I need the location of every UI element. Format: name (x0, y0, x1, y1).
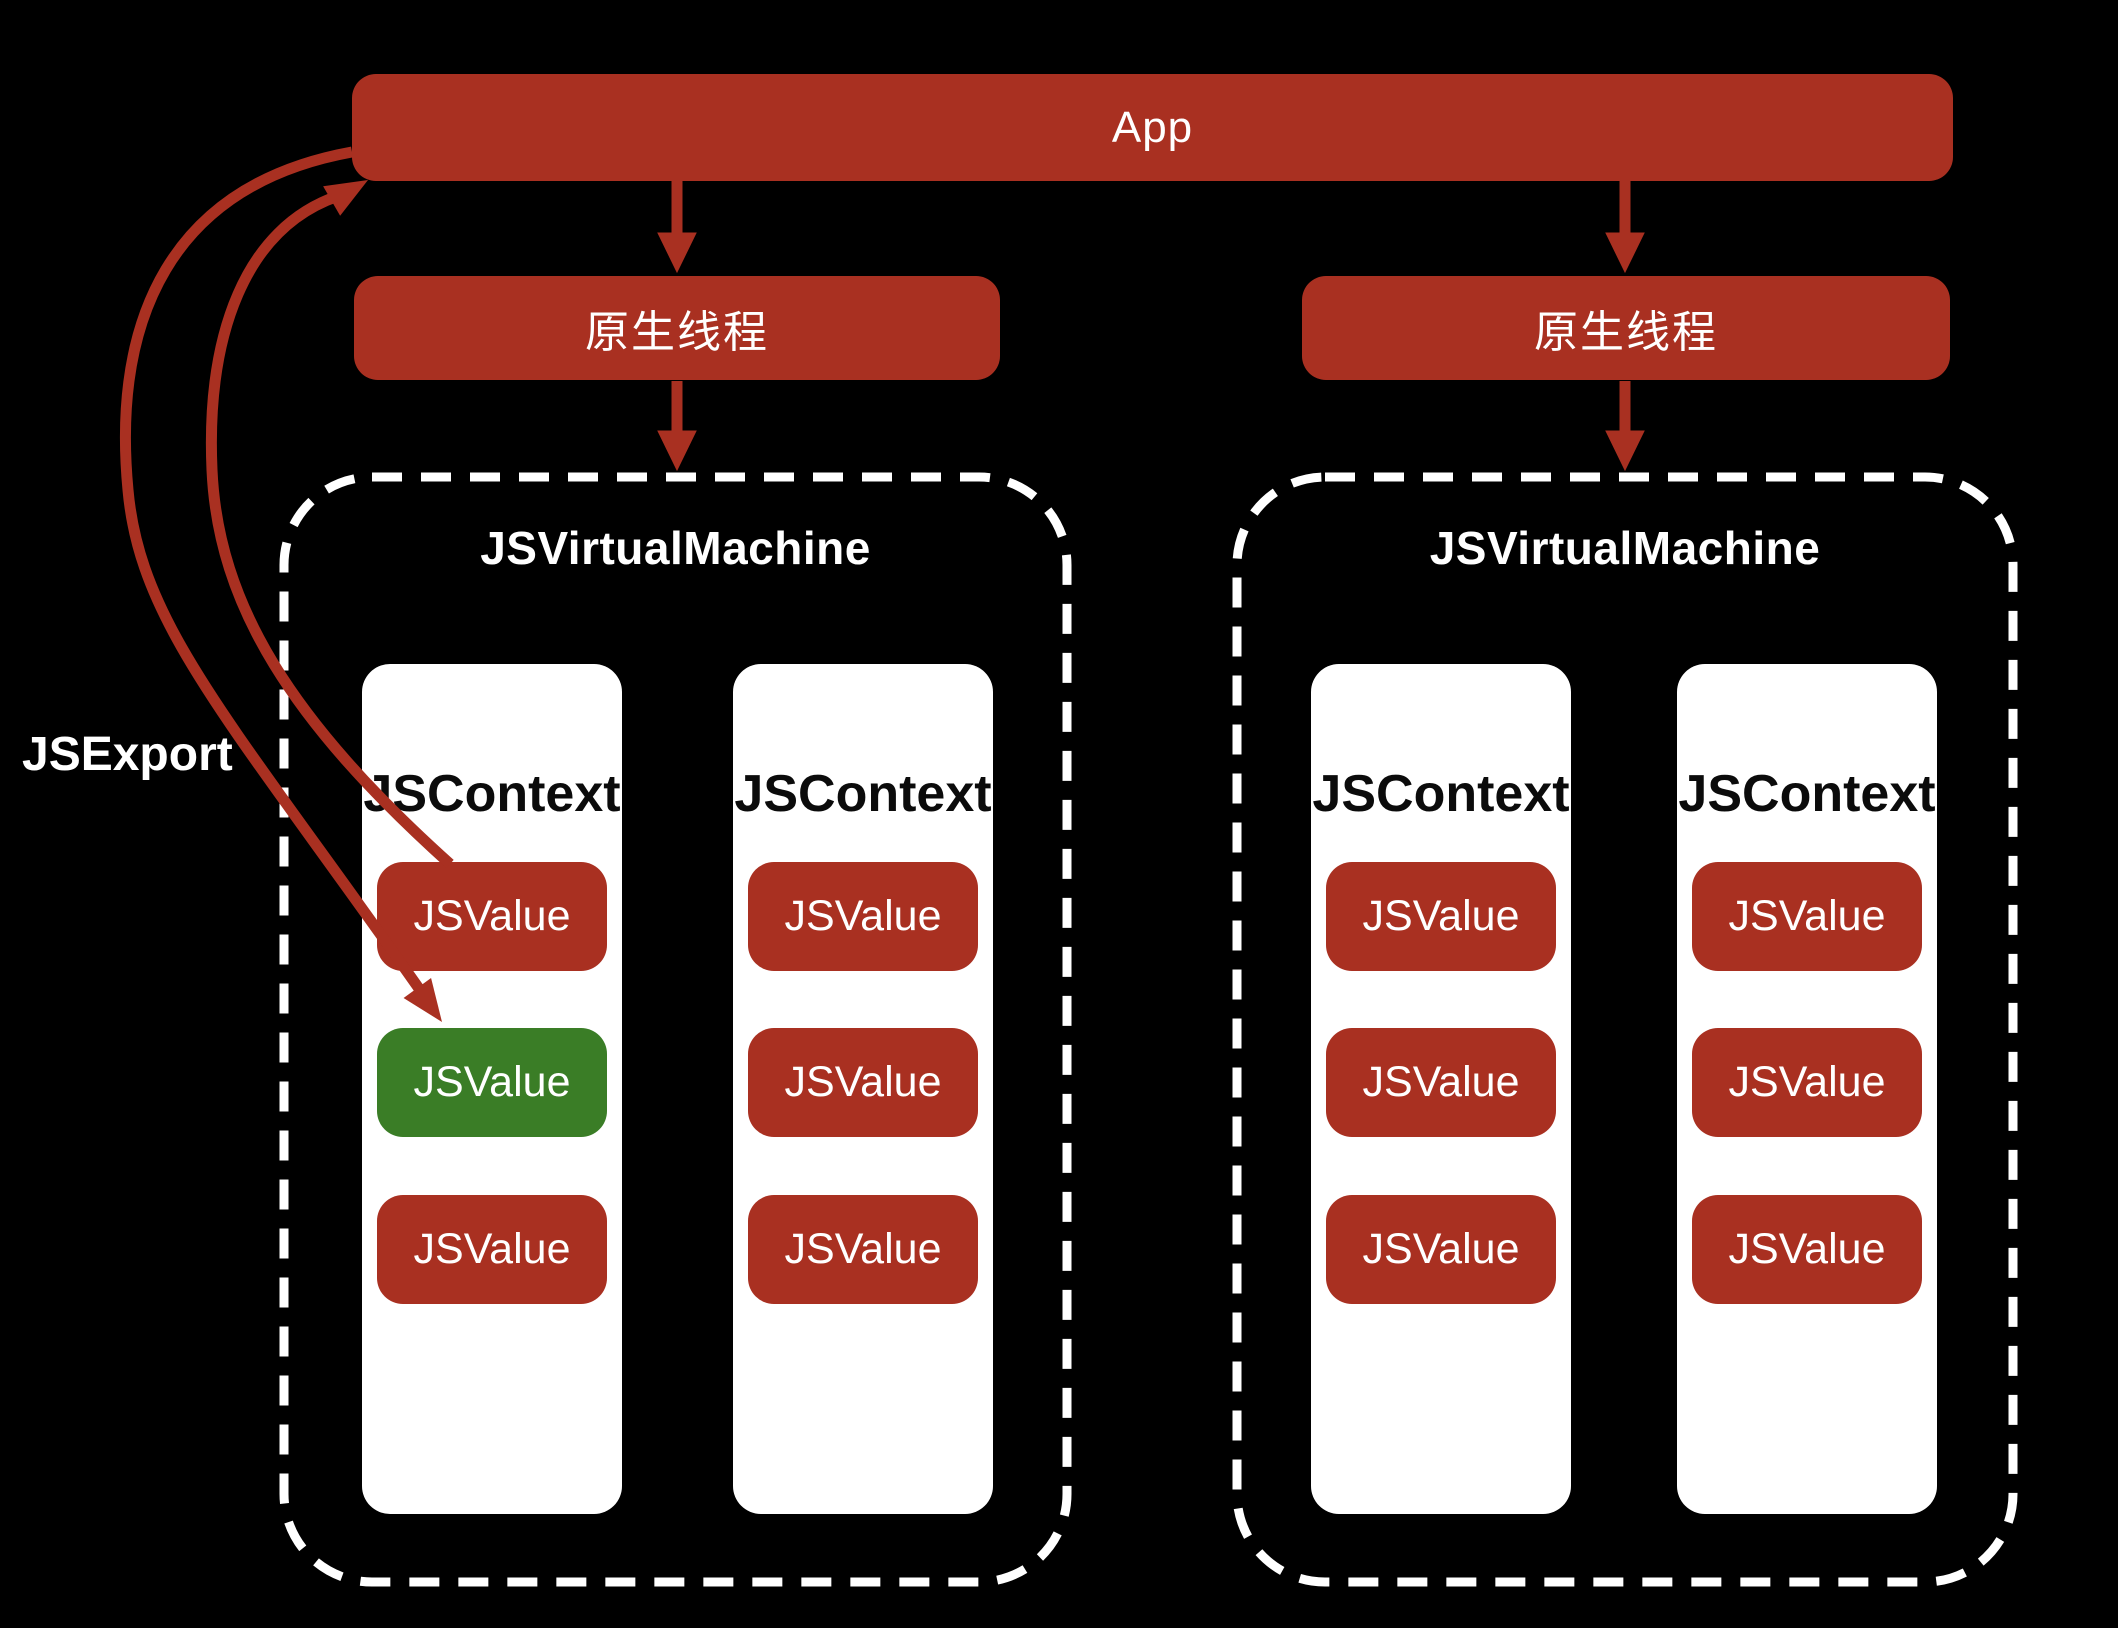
jsvalue-box: JSValue (377, 1195, 607, 1304)
jsvalue-box: JSValue (748, 1195, 978, 1304)
native-thread-label: 原生线程 (585, 308, 769, 357)
jsexport-label: JSExport (22, 728, 233, 781)
arrowhead-to-green-jsvalue-icon (403, 978, 442, 1022)
vm-left-label: JSVirtualMachine (480, 522, 871, 574)
jscontext-label: JSContext (734, 765, 992, 823)
vm-right-label: JSVirtualMachine (1429, 522, 1821, 574)
curve-app-to-jsvalue (120, 146, 425, 994)
native-thread-box-left: 原生线程 (354, 276, 1000, 380)
jsvalue-box: JSValue (748, 1028, 978, 1137)
arrowhead-down-icon (1605, 232, 1645, 274)
straight-arrows (657, 181, 1645, 472)
jscontext-label: JSContext (1312, 765, 1570, 823)
app-box: App (352, 74, 1953, 181)
arrowhead-down-icon (657, 430, 697, 472)
vm-right-border (1232, 472, 2018, 1587)
jscontext-label: JSContext (363, 765, 621, 823)
native-thread-box-right: 原生线程 (1302, 276, 1950, 380)
native-thread-label: 原生线程 (1534, 308, 1718, 357)
jsvalue-box: JSValue (748, 862, 978, 971)
jsvalue-box: JSValue (1326, 862, 1556, 971)
arrowhead-to-app-icon (323, 180, 368, 216)
curve-jsvalue-to-app (205, 190, 454, 869)
jsvalue-box: JSValue (377, 862, 607, 971)
arrowhead-down-icon (657, 232, 697, 274)
jscontext-label: JSContext (1678, 765, 1936, 823)
arrowhead-down-icon (1605, 430, 1645, 472)
jsvalue-box: JSValue (1326, 1028, 1556, 1137)
jsvalue-box: JSValue (1692, 1195, 1922, 1304)
jsvalue-box: JSValue (1326, 1195, 1556, 1304)
jsvalue-box: JSValue (1692, 1028, 1922, 1137)
vm-left-border (279, 472, 1072, 1587)
app-label: App (1111, 102, 1194, 152)
jsvalue-highlighted-box: JSValue (377, 1028, 607, 1137)
jsvalue-box: JSValue (1692, 862, 1922, 971)
